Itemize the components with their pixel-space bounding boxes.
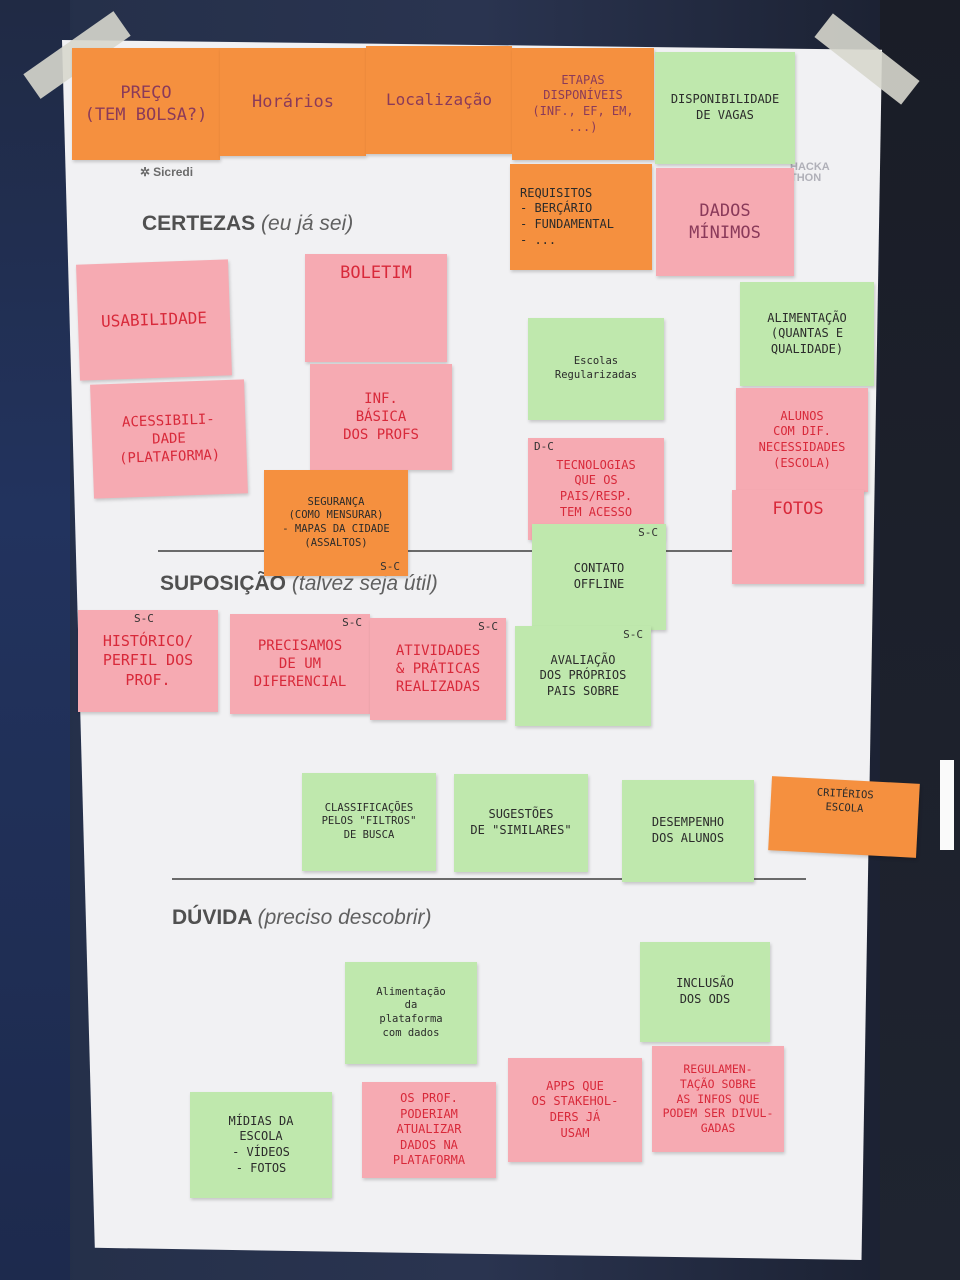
note-text: MÍDIAS DA ESCOLA - VÍDEOS - FOTOS	[228, 1113, 294, 1175]
section-title-text: SUPOSIÇÃO	[160, 572, 287, 595]
note-tag: S-C	[638, 526, 658, 539]
sticky-note-dados-minimos[interactable]: DADOS MÍNIMOS	[656, 168, 794, 276]
sticky-note-alimentacao-dados[interactable]: Alimentação da plataforma com dados	[345, 962, 477, 1064]
sticky-note-apps[interactable]: APPS QUE OS STAKEHOL- DERS JÁ USAM	[508, 1058, 642, 1162]
section-subtitle: (eu já sei)	[261, 212, 354, 235]
sticky-note-alunos-dif[interactable]: ALUNOS COM DIF. NECESSIDADES (ESCOLA)	[736, 388, 868, 492]
note-text: FOTOS	[772, 499, 824, 519]
sticky-note-disponibilidade[interactable]: DISPONIBILIDADE DE VAGAS	[655, 52, 795, 164]
sticky-note-historico[interactable]: S-C HISTÓRICO/ PERFIL DOS PROF.	[78, 610, 218, 712]
sticky-note-regulamentacao[interactable]: REGULAMEN- TAÇÃO SOBRE AS INFOS QUE PODE…	[652, 1046, 784, 1152]
note-tag: S-C	[623, 628, 643, 641]
adjacent-sheet-edge	[940, 760, 954, 850]
note-text: DESEMPENHO DOS ALUNOS	[651, 815, 725, 845]
section-title-text: CERTEZAS	[142, 212, 256, 235]
divider-duvida	[172, 878, 806, 880]
note-text: SUGESTÕES DE "SIMILARES"	[470, 807, 572, 837]
sticky-note-alimentacao[interactable]: ALIMENTAÇÃO (QUANTAS E QUALIDADE)	[740, 282, 874, 386]
sicredi-logo-icon: ✲	[140, 165, 151, 179]
note-text: USABILIDADE	[100, 307, 208, 331]
note-tag: D-C	[534, 440, 554, 453]
wall-left	[0, 0, 70, 1280]
note-text: Escolas Regularizadas	[554, 355, 638, 381]
note-text: ACESSIBILI- DADE (PLATAFORMA)	[118, 411, 221, 467]
sticky-note-localizacao[interactable]: Localização	[366, 46, 512, 154]
sticky-note-sugestoes[interactable]: SUGESTÕES DE "SIMILARES"	[454, 774, 588, 872]
note-text: CONTATO OFFLINE	[573, 561, 625, 591]
section-subtitle: (preciso descobrir)	[257, 906, 432, 929]
note-text: ALUNOS COM DIF. NECESSIDADES (ESCOLA)	[758, 408, 846, 470]
section-title-suposicao: SUPOSIÇÃO (talvez seja útil)	[160, 572, 438, 596]
note-text: HISTÓRICO/ PERFIL DOS PROF.	[102, 631, 194, 689]
note-text: ALIMENTAÇÃO (QUANTAS E QUALIDADE)	[767, 310, 847, 356]
sticky-note-etapas[interactable]: ETAPAS DISPONÍVEIS (INF., EF, EM, ...)	[512, 48, 654, 160]
note-text: Horários	[252, 91, 334, 112]
note-text: SEGURANÇA (COMO MENSURAR) - MAPAS DA CID…	[282, 495, 390, 549]
sticky-note-classificacoes[interactable]: CLASSIFICAÇÕES PELOS "FILTROS" DE BUSCA	[302, 773, 436, 871]
sticky-note-escolas[interactable]: Escolas Regularizadas	[528, 318, 664, 420]
sticky-note-usabilidade[interactable]: USABILIDADE	[76, 259, 232, 381]
wall-right	[880, 0, 960, 1280]
note-tag: S-C	[380, 559, 400, 573]
sticky-note-boletim[interactable]: BOLETIM	[305, 254, 447, 362]
sticky-note-desempenho[interactable]: DESEMPENHO DOS ALUNOS	[622, 780, 754, 882]
note-tag: S-C	[134, 612, 154, 625]
note-text: CLASSIFICAÇÕES PELOS "FILTROS" DE BUSCA	[321, 801, 417, 841]
sticky-note-preco[interactable]: PREÇO (TEM BOLSA?)	[72, 48, 220, 160]
sticky-note-seguranca[interactable]: S-C SEGURANÇA (COMO MENSURAR) - MAPAS DA …	[264, 470, 408, 576]
section-title-duvida: DÚVIDA (preciso descobrir)	[172, 906, 431, 930]
sticky-note-midias[interactable]: MÍDIAS DA ESCOLA - VÍDEOS - FOTOS	[190, 1092, 332, 1198]
note-text: ETAPAS DISPONÍVEIS (INF., EF, EM, ...)	[532, 72, 634, 134]
note-text: APPS QUE OS STAKEHOL- DERS JÁ USAM	[531, 1078, 619, 1140]
note-text: PREÇO (TEM BOLSA?)	[84, 82, 208, 125]
sticky-note-avaliacao[interactable]: S-C AVALIAÇÃO DOS PRÓPRIOS PAIS SOBRE	[515, 626, 651, 726]
note-text: Alimentação da plataforma com dados	[376, 985, 446, 1039]
sticky-note-horarios[interactable]: Horários	[220, 48, 366, 156]
sticky-note-inclusao[interactable]: INCLUSÃO DOS ODS	[640, 942, 770, 1042]
sticky-note-info-basica[interactable]: INF. BÁSICA DOS PROFS	[310, 364, 452, 470]
note-text: PRECISAMOS DE UM DIFERENCIAL	[253, 637, 347, 691]
divider-suposicao	[158, 550, 738, 552]
sticky-note-os-prof[interactable]: OS PROF. PODERIAM ATUALIZAR DADOS NA PLA…	[362, 1082, 496, 1178]
note-text: Localização	[386, 89, 492, 109]
note-text: INCLUSÃO DOS ODS	[676, 976, 734, 1006]
note-tag: S-C	[342, 616, 362, 629]
note-text: BOLETIM	[340, 263, 412, 283]
brand-name: Sicredi	[153, 165, 194, 179]
section-title-certezas: CERTEZAS (eu já sei)	[142, 212, 353, 236]
sticky-note-atividades[interactable]: S-C ATIVIDADES & PRÁTICAS REALIZADAS	[370, 618, 506, 720]
note-text: REQUISITOS - BERÇÁRIO - FUNDAMENTAL - ..…	[520, 185, 614, 247]
section-title-text: DÚVIDA	[172, 906, 252, 929]
note-text: INF. BÁSICA DOS PROFS	[343, 390, 419, 444]
note-text: DADOS MÍNIMOS	[689, 200, 761, 243]
note-text: AVALIAÇÃO DOS PRÓPRIOS PAIS SOBRE	[539, 652, 627, 698]
note-text: DISPONIBILIDADE DE VAGAS	[670, 92, 780, 122]
note-text: OS PROF. PODERIAM ATUALIZAR DADOS NA PLA…	[392, 1091, 466, 1168]
note-text: REGULAMEN- TAÇÃO SOBRE AS INFOS QUE PODE…	[662, 1061, 774, 1136]
sticky-note-fotos[interactable]: FOTOS	[732, 490, 864, 584]
ghost-text: HACKA THON	[790, 161, 830, 184]
sticky-note-acessibilidade[interactable]: ACESSIBILI- DADE (PLATAFORMA)	[90, 379, 248, 499]
sticky-note-precisamos[interactable]: S-C PRECISAMOS DE UM DIFERENCIAL	[230, 614, 370, 714]
note-text: CRITÉRIOS ESCOLA	[816, 786, 874, 815]
note-text: TECNOLOGIAS QUE OS PAIS/RESP. TEM ACESSO	[556, 457, 636, 519]
brand-logo: ✲Sicredi	[140, 165, 193, 179]
note-tag: S-C	[478, 620, 498, 633]
sticky-note-contato-offline[interactable]: S-C CONTATO OFFLINE	[532, 524, 666, 630]
note-text: ATIVIDADES & PRÁTICAS REALIZADAS	[395, 642, 481, 696]
sticky-note-requisitos[interactable]: REQUISITOS - BERÇÁRIO - FUNDAMENTAL - ..…	[510, 164, 652, 270]
sticky-note-criterios[interactable]: CRITÉRIOS ESCOLA	[768, 776, 920, 858]
section-subtitle: (talvez seja útil)	[291, 572, 438, 595]
